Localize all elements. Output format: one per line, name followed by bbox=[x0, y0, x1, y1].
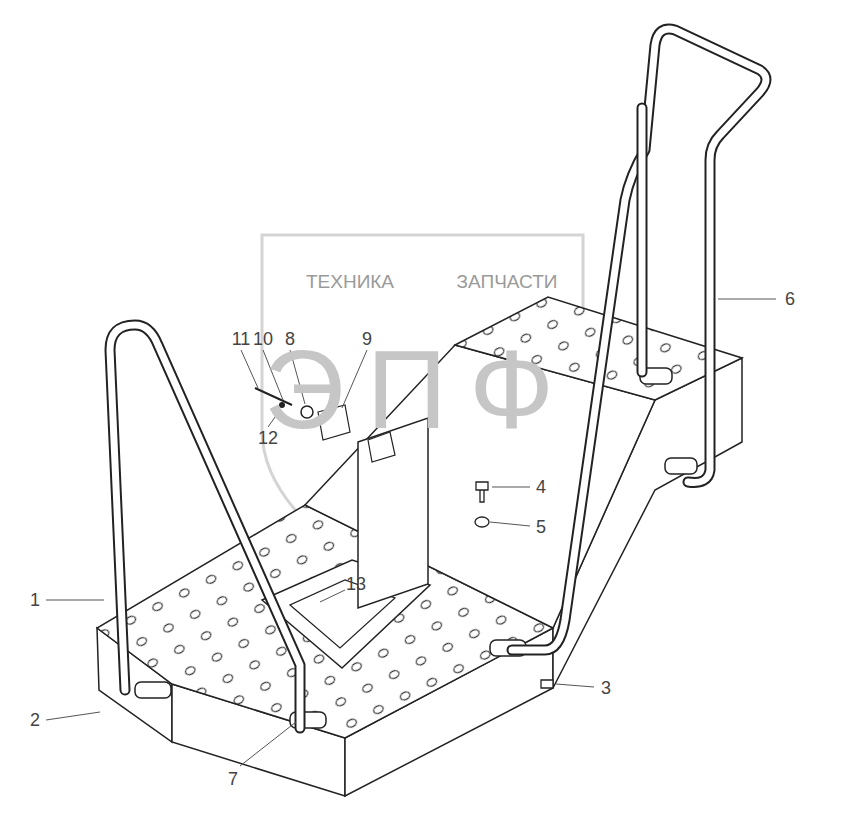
watermark-text: ЗАПЧАСТИ bbox=[457, 272, 558, 291]
callout-number: 8 bbox=[285, 330, 295, 348]
callout-number: 1 bbox=[30, 591, 40, 609]
callout-number: 5 bbox=[536, 518, 546, 536]
callout-number: 11 bbox=[232, 330, 251, 348]
callout-number: 12 bbox=[258, 429, 278, 447]
callout-number: 2 bbox=[30, 711, 40, 729]
watermark-text: ЭПФ bbox=[264, 334, 576, 446]
callout-number: 7 bbox=[228, 770, 238, 788]
callout-number: 9 bbox=[362, 330, 372, 348]
callout-number: 6 bbox=[785, 290, 795, 308]
callout-number: 3 bbox=[601, 679, 611, 697]
callout-number: 10 bbox=[253, 330, 273, 348]
callout-number: 13 bbox=[346, 575, 366, 593]
watermark-text: ТЕХНИКА bbox=[306, 272, 394, 291]
callout-number: 4 bbox=[536, 478, 546, 496]
